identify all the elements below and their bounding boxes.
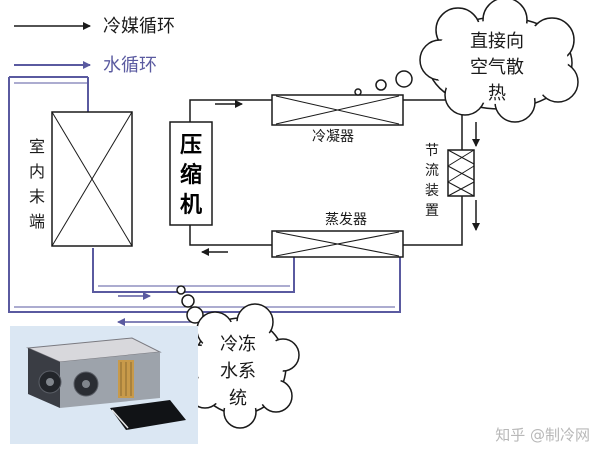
evaporator: 蒸发器 xyxy=(271,212,404,258)
legend-refrigerant-label: 冷媒循环 xyxy=(103,16,175,37)
condenser-label: 冷凝器 xyxy=(312,129,354,145)
heat-dissipation-cloud: 直接向 空气散 热 xyxy=(354,0,579,123)
fan-coil-unit-photo xyxy=(10,326,198,444)
svg-text:室: 室 xyxy=(29,137,45,156)
svg-text:直接向: 直接向 xyxy=(470,31,524,52)
svg-text:节: 节 xyxy=(425,143,439,159)
legend: 冷媒循环 水循环 xyxy=(14,16,175,76)
watermark: 知乎 @制冷网 xyxy=(495,426,590,444)
compressor: 压 缩 机 xyxy=(169,121,213,226)
indoor-terminal-unit xyxy=(51,111,133,247)
svg-text:末: 末 xyxy=(29,187,45,206)
svg-text:缩: 缩 xyxy=(180,162,202,188)
svg-text:压: 压 xyxy=(180,133,202,158)
svg-text:统: 统 xyxy=(229,388,247,409)
svg-text:热: 热 xyxy=(488,83,506,104)
refrigerant-flow-arrows xyxy=(201,100,480,256)
indoor-terminal-label: 室 内 末 端 xyxy=(29,137,45,231)
svg-text:端: 端 xyxy=(29,212,45,231)
svg-text:装: 装 xyxy=(425,183,439,199)
svg-text:内: 内 xyxy=(29,162,45,181)
svg-text:冷冻: 冷冻 xyxy=(220,334,256,355)
evaporator-label: 蒸发器 xyxy=(325,212,367,228)
condenser: 冷凝器 xyxy=(271,94,404,145)
legend-water-label: 水循环 xyxy=(103,55,157,76)
svg-text:机: 机 xyxy=(180,193,202,218)
svg-text:水系: 水系 xyxy=(220,361,256,382)
water-loop xyxy=(8,76,401,313)
svg-text:流: 流 xyxy=(425,163,439,179)
svg-text:空气散: 空气散 xyxy=(470,57,524,78)
svg-text:置: 置 xyxy=(425,203,439,219)
throttle-device xyxy=(447,149,475,197)
throttle-label: 节 流 装 置 xyxy=(425,143,439,219)
